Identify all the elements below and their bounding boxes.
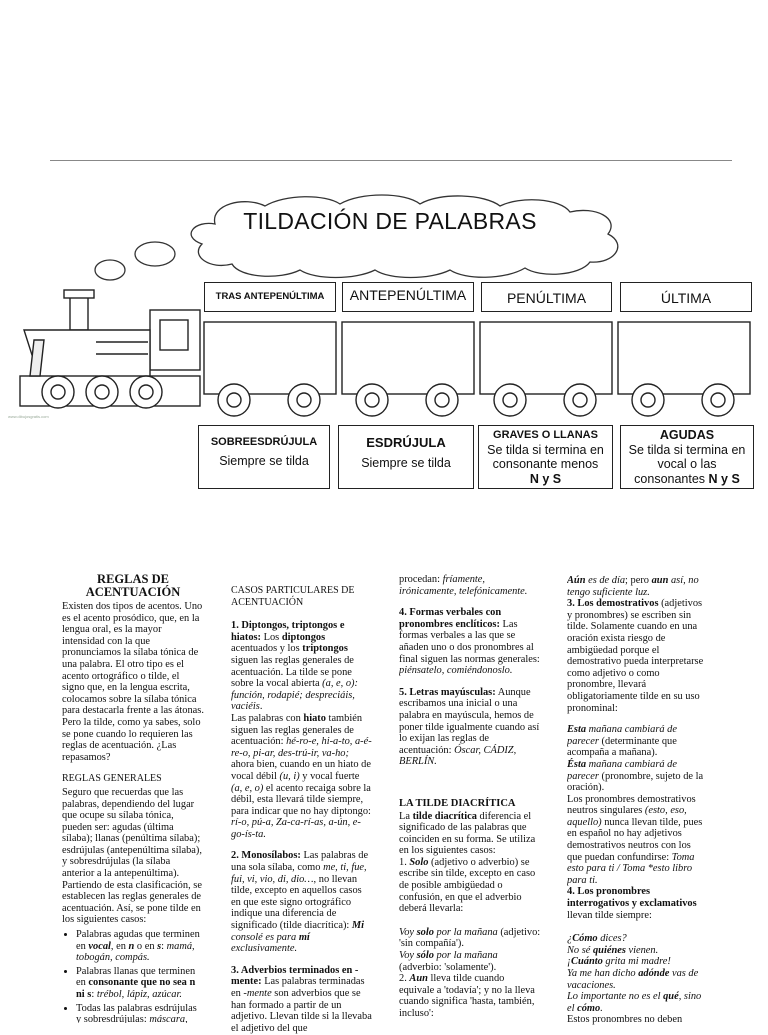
box-sobreesdrujula-title: SOBREESDRÚJULA: [210, 436, 318, 448]
col4-closing: Estos pronombres no deben confundirse co…: [567, 1014, 683, 1025]
col3-section-5: 5. Letras mayúsculas: Aunque escribamos …: [399, 686, 540, 768]
column-4: Aún es de día; pero aun así, no tengo su…: [567, 575, 707, 1025]
col2-section-1: 1. Diptongos, triptongos e hiatos: Los d…: [231, 620, 372, 840]
col4-demostrativos-examples: Esta mañana cambiará de parecer (determi…: [567, 724, 704, 886]
header-tras-antepenultima: TRAS ANTEPENÚLTIMA: [204, 282, 336, 312]
box-graves: GRAVES O LLANAS Se tilda si termina en c…: [478, 425, 613, 489]
col3-section-4: 4. Formas verbales con pronombres enclít…: [399, 607, 540, 677]
col3-diacritica-intro: La tilde diacrítica diferencia el signif…: [399, 810, 536, 915]
list-item: Palabras llanas que terminen en consonan…: [76, 966, 204, 1001]
box-agudas: AGUDAS Se tilda si termina en vocal o la…: [620, 425, 754, 489]
box-graves-title: GRAVES O LLANAS: [493, 429, 598, 441]
box-graves-line1: Se tilda si termina en: [487, 442, 604, 457]
col3-examples: Voy solo por la mañana (adjetivo: 'sin c…: [399, 926, 541, 1019]
list-item: Palabras agudas que terminen en vocal, e…: [76, 929, 204, 964]
box-agudas-line3: consonantes: [634, 471, 706, 486]
col2-section-2: 2. Monosílabos: Las palabras de una sola…: [231, 850, 369, 955]
col4-interrogativos: 4. Los pronombres interrogativos y excla…: [567, 886, 697, 921]
train-drawing: [19, 289, 751, 417]
box-esdrujula-title: ESDRÚJULA: [366, 435, 446, 450]
col1-subheading: REGLAS GENERALES: [62, 773, 162, 785]
col3-continuation: procedan: fríamente, irónicamente, telef…: [399, 574, 528, 597]
col4-interrogativos-examples: ¿Cómo dices?No sé quiénes vienen.¡Cuánto…: [567, 933, 702, 1014]
col4-demostrativos: 3. Los demostrativos (adjetivos y pronom…: [567, 598, 704, 714]
col1-intro: Existen dos tipos de acentos. Uno es el …: [62, 601, 204, 763]
box-sobreesdrujula: SOBREESDRÚJULA Siempre se tilda: [198, 425, 330, 489]
box-esdrujula: ESDRÚJULA Siempre se tilda: [338, 425, 474, 489]
box-graves-line2: consonante menos: [492, 457, 599, 471]
col4-aun-example: Aún es de día; pero aun así, no tengo su…: [567, 575, 699, 598]
page-title: TILDACIÓN DE PALABRAS: [243, 208, 537, 234]
col3-heading-diacritica: LA TILDE DIACRÍTICA: [399, 797, 516, 809]
col1-heading: REGLAS DE ACENTUACIÓN: [85, 573, 181, 599]
box-graves-letters: N y S: [529, 471, 562, 486]
col2-heading: CASOS PARTICULARES DE ACENTUACIÓN: [231, 585, 355, 608]
box-sobreesdrujula-text: Siempre se tilda: [219, 454, 309, 468]
box-esdrujula-text: Siempre se tilda: [361, 456, 451, 470]
col1-list: Palabras agudas que terminen en vocal, e…: [62, 929, 204, 1023]
col1-general: Seguro que recuerdas que las palabras, d…: [62, 786, 202, 926]
watermark: www.dibujosgratis.com: [8, 414, 49, 419]
top-rule: [50, 160, 732, 161]
header-penultima: PENÚLTIMA: [481, 282, 612, 312]
column-1: REGLAS DE ACENTUACIÓN Existen dos tipos …: [62, 573, 204, 1023]
header-antepenultima: ANTEPENÚLTIMA: [342, 282, 474, 312]
header-ultima: ÚLTIMA: [620, 282, 752, 312]
column-3: procedan: fríamente, irónicamente, telef…: [399, 574, 541, 1024]
box-agudas-letters: N y S: [708, 471, 740, 486]
column-2: CASOS PARTICULARES DE ACENTUACIÓN 1. Dip…: [231, 585, 373, 1035]
box-agudas-line1: Se tilda si termina en: [628, 442, 746, 457]
box-agudas-line2: vocal o las: [657, 457, 717, 471]
cloud-shape: [94, 194, 619, 281]
list-item: Todas las palabras esdrújulas y sobresdr…: [76, 1003, 204, 1023]
box-agudas-title: AGUDAS: [659, 428, 715, 442]
